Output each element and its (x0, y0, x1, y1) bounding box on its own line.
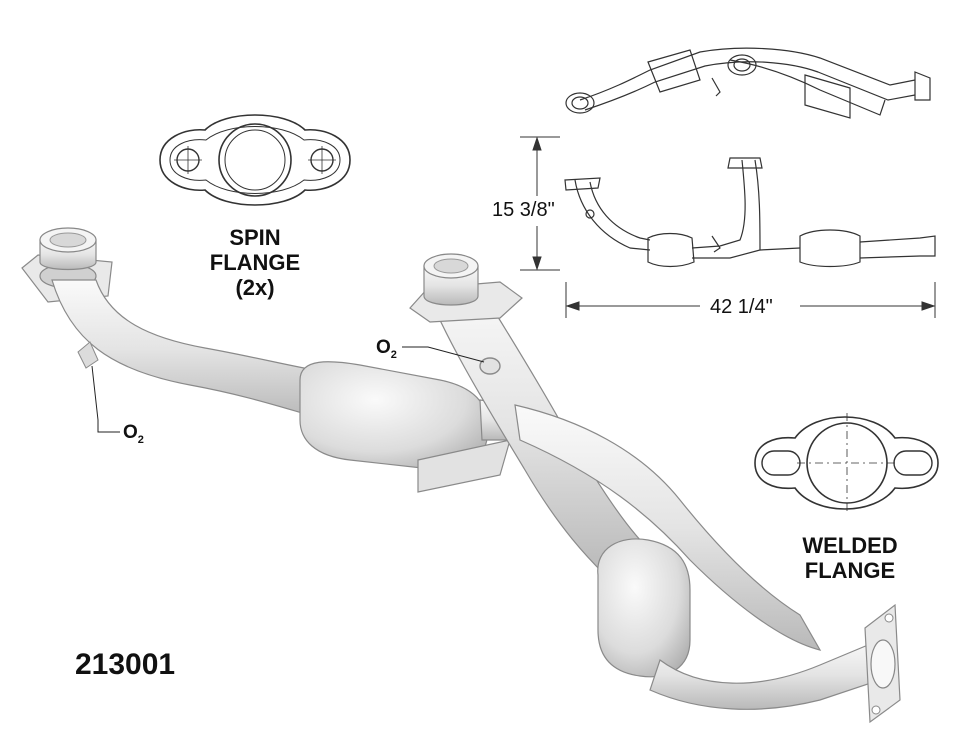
width-dimension: 42 1/4" (702, 296, 781, 319)
welded-flange-drawing (754, 413, 939, 513)
right-catalytic-converter (597, 538, 691, 678)
left-o2-boss (77, 341, 99, 369)
crossover-pipe (514, 404, 822, 651)
o2-left-leader (91, 365, 120, 433)
outlet-welded-flange (864, 603, 901, 724)
main-assembly (21, 227, 901, 724)
welded-flange-line2: FLANGE (804, 558, 896, 583)
spin-flange-line3: (2x) (235, 275, 275, 300)
welded-flange-line1: WELDED (802, 533, 898, 558)
spin-flange-label: SPIN FLANGE (2x) (195, 225, 315, 300)
spin-flange-line1: SPIN (229, 225, 281, 250)
right-o2-boss (479, 357, 501, 375)
height-dimension-line (520, 136, 560, 271)
width-dimension-line (565, 282, 936, 318)
height-dimension: 15 3/8" (492, 199, 555, 221)
o2-sensor-label-center: O2 (376, 337, 397, 361)
o2-center-leader (402, 346, 485, 363)
o2-center-letter: O (376, 337, 391, 358)
hanger-bracket (417, 439, 511, 493)
o2-center-subscript: 2 (390, 348, 397, 361)
part-number: 213001 (75, 648, 176, 681)
side-view-drawing (564, 157, 936, 268)
o2-left-letter: O (123, 422, 138, 443)
spin-flange-line2: FLANGE (209, 250, 301, 275)
spin-flange-drawing (159, 114, 351, 206)
o2-left-subscript: 2 (137, 433, 144, 446)
top-view-drawing (565, 47, 931, 119)
welded-flange-label: WELDED FLANGE (785, 533, 915, 583)
left-spin-flange (21, 227, 113, 303)
o2-sensor-label-left: O2 (123, 422, 144, 446)
right-spin-flange (409, 253, 523, 323)
